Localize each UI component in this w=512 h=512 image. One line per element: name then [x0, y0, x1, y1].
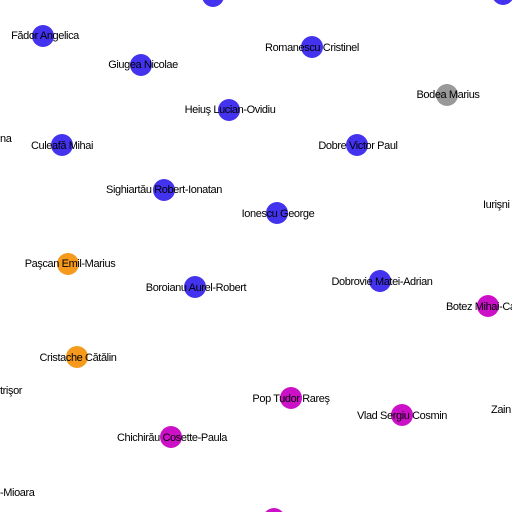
graph-node-pop[interactable]	[280, 387, 302, 409]
node-label-iurisni: Iurişni	[483, 199, 510, 211]
graph-node-giugea[interactable]	[130, 54, 152, 76]
graph-node-pascan[interactable]	[57, 253, 79, 275]
graph-node-dobre[interactable]	[346, 134, 368, 156]
node-label-pop: Pop Tudor Rareş	[252, 393, 330, 405]
node-label-left-na: na	[0, 133, 13, 145]
node-label-botez: Botez Mihai-Ca	[446, 301, 512, 313]
node-label-ionescu: Ionescu George	[242, 208, 315, 220]
node-label-fador: Fădor Angelica	[11, 30, 80, 42]
graph-node-heius[interactable]	[218, 99, 240, 121]
node-label-vlad: Vlad Sergiu Cosmin	[357, 410, 447, 422]
graph-node-botez[interactable]	[477, 295, 499, 317]
node-label-giugea: Giugea Nicolae	[108, 59, 178, 71]
graph-node-romanescu[interactable]	[301, 36, 323, 58]
graph-node-vlad[interactable]	[391, 404, 413, 426]
node-label-pascan: Paşcan Emil-Marius	[25, 258, 117, 270]
graph-node-ionescu[interactable]	[266, 202, 288, 224]
node-label-trisor: trişor	[0, 385, 23, 397]
graph-node-fador[interactable]	[32, 25, 54, 47]
graph-node-bottom-partial[interactable]	[263, 508, 285, 512]
node-label-romanescu: Romanescu Cristinel	[265, 42, 359, 54]
node-label-mioara: -Mioara	[0, 487, 36, 499]
node-label-zain: Zain	[491, 404, 511, 416]
graph-node-boroianu[interactable]	[184, 276, 206, 298]
node-label-bodea: Bodea Marius	[416, 89, 480, 101]
node-label-dobre: Dobre Victor Paul	[318, 140, 397, 152]
node-label-cristache: Cristache Cătălin	[40, 352, 117, 364]
nodes-layer	[32, 0, 512, 512]
graph-node-culeafa[interactable]	[51, 134, 73, 156]
graph-node-top-partial[interactable]	[202, 0, 224, 7]
node-label-culeafa: Culeafă Mihai	[31, 140, 93, 152]
graph-node-cristache[interactable]	[66, 346, 88, 368]
graph-node-sighiartau[interactable]	[153, 179, 175, 201]
graph-node-bodea[interactable]	[436, 84, 458, 106]
node-label-dobrovie: Dobrovie Matei-Adrian	[331, 276, 432, 288]
node-label-boroianu: Boroianu Aurel-Robert	[146, 282, 247, 294]
node-label-chichirau: Chichirău Cosette-Paula	[117, 432, 228, 444]
graph-node-dobrovie[interactable]	[369, 270, 391, 292]
graph-node-chichirau[interactable]	[160, 426, 182, 448]
node-label-heius: Heiuş Lucian-Ovidiu	[185, 104, 276, 116]
node-label-sighiartau: Sighiartău Robert-Ionatan	[106, 184, 222, 196]
graph-node-topright-partial[interactable]	[492, 0, 512, 5]
